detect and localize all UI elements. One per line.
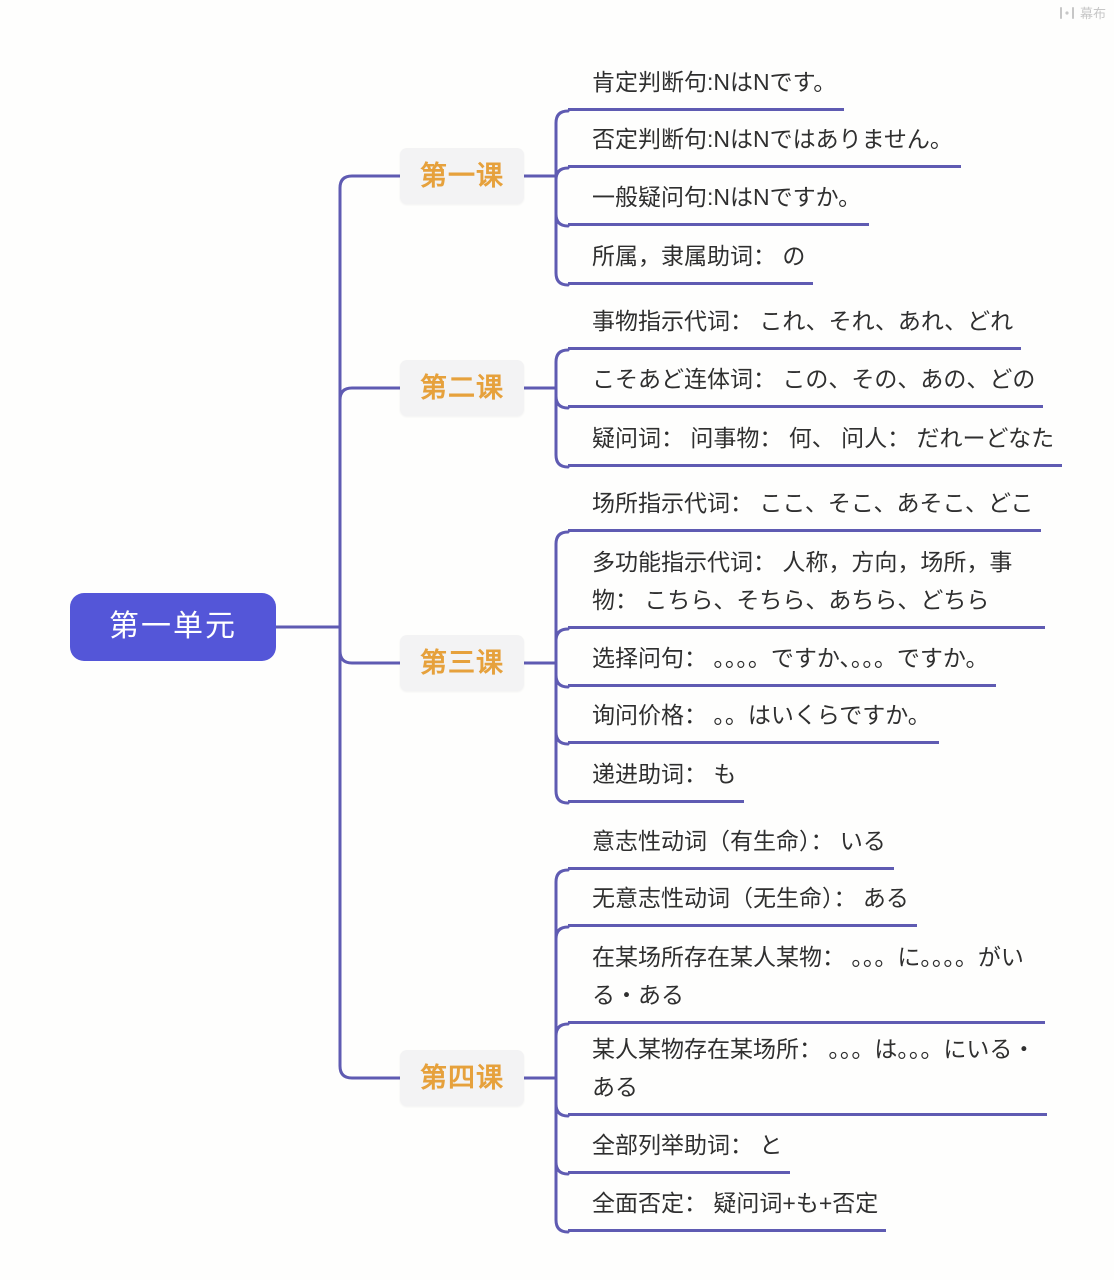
leaf-node[interactable]: 无意志性动词（无生命）： ある [568,879,917,927]
lesson-node-1[interactable]: 第一课 [400,148,524,204]
mubu-watermark-label: 幕布 [1079,6,1106,21]
leaf-node[interactable]: 多功能指示代词： 人称，方向，场所，事物： こちら、そちら、あちら、どちら [568,543,1045,629]
leaf-node[interactable]: 递进助词： も [568,755,745,803]
leaf-node[interactable]: 一般疑问句:NはNですか。 [568,178,870,226]
root-connectors [274,174,402,1080]
leaf-node[interactable]: 意志性动词（有生命）： いる [568,822,894,870]
leaf-node[interactable]: 询问价格： 。。はいくらですか。 [568,696,939,744]
leaf-node[interactable]: 场所指示代词： ここ、そこ、あそこ、どこ [568,484,1042,532]
leaf-node[interactable]: 所属，隶属助词： の [568,237,814,285]
branch-1-connectors [522,109,570,287]
leaf-node[interactable]: 某人某物存在某场所： 。。。は。。。にいる・ある [568,1030,1047,1116]
leaf-node[interactable]: 在某场所存在某人某物： 。。。に。。。。がいる・ある [568,938,1045,1024]
mubu-watermark: 幕布 [1059,3,1106,22]
leaf-node[interactable]: 全面否定： 疑问词+も+否定 [568,1184,887,1232]
leaf-node[interactable]: 全部列举助词： と [568,1126,791,1174]
leaf-node[interactable]: 选择问句： 。。。。ですか、。。。ですか。 [568,639,997,687]
lesson-node-4[interactable]: 第四课 [400,1050,524,1106]
branch-4-connectors [522,868,570,1234]
leaf-node[interactable]: 否定判断句:NはNではありません。 [568,120,961,168]
branch-2-connectors [522,348,570,469]
leaf-node[interactable]: 疑问词： 问事物： 何、 问人： だれーどなた [568,419,1063,467]
root-node[interactable]: 第一单元 [70,593,276,661]
lesson-node-3[interactable]: 第三课 [400,635,524,691]
leaf-node[interactable]: 事物指示代词： これ、それ、あれ、どれ [568,302,1022,350]
branch-3-connectors [522,530,570,805]
mubu-logo-icon [1059,6,1074,19]
leaf-node[interactable]: 肯定判断句:NはNです。 [568,63,845,111]
lesson-node-2[interactable]: 第二课 [400,360,524,416]
leaf-node[interactable]: こそあど连体词： この、その、あの、どの [568,360,1044,408]
